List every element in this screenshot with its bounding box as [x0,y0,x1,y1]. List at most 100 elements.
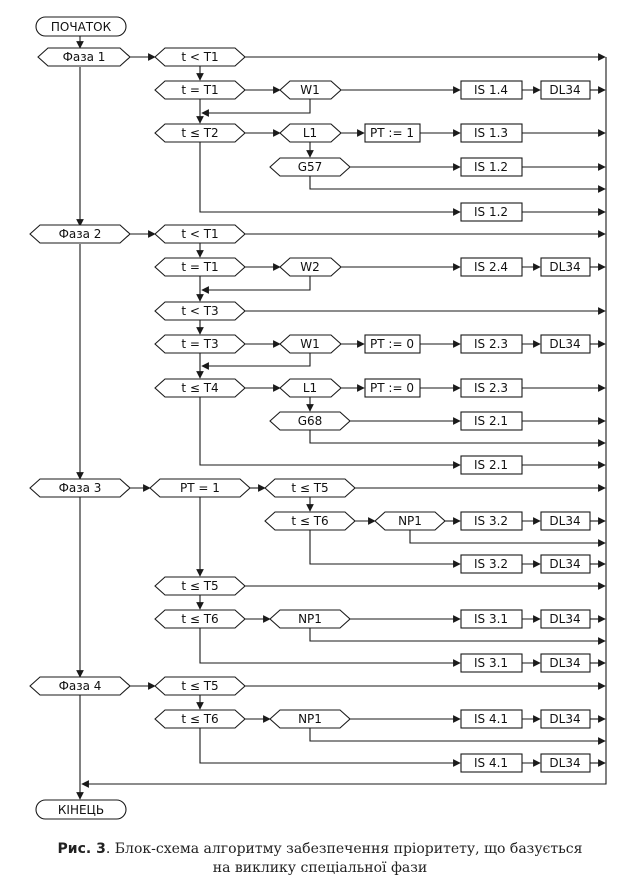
p2-box-PT0a-text: PT := 0 [370,337,414,351]
p1-box-IS13: IS 1.3 [460,123,523,143]
p3-cond-t-le-T6a: t ≤ T6 [264,511,356,531]
phase-1-label: Фаза 1 [63,50,106,64]
p3-cond-t-le-T6b: t ≤ T6 [154,609,246,629]
phase-1-decision: Фаза 1 [37,47,131,67]
p4-box-DL34b: DL34 [540,753,591,773]
p3-cond-t-le-T5b-text: t ≤ T5 [181,579,218,593]
p2-box-DL34a: DL34 [540,257,591,277]
p4-cond-t-le-T5: t ≤ T5 [154,676,246,696]
p1-box-IS12a-text: IS 1.2 [474,160,508,174]
p4-box-DL34b-text: DL34 [549,756,580,770]
p1-cond-t-le-T2: t ≤ T2 [154,123,246,143]
phase-2-label: Фаза 2 [59,227,102,241]
p2-box-IS23a: IS 2.3 [460,334,523,354]
flowchart: ПОЧАТОК КІНЕЦЬ Фаза 1 Фаза 2 Фаза 3 Фаза… [29,16,607,820]
p2-cond-W2-text: W2 [300,260,320,274]
start-label: ПОЧАТОК [51,20,112,34]
p3-cond-t-le-T5b: t ≤ T5 [154,576,246,596]
connectors [76,36,607,800]
p1-cond-t-eq-T1: t = T1 [154,80,246,100]
p1-cond-L1-text: L1 [303,126,317,140]
p3-box-IS32b-text: IS 3.2 [474,557,508,571]
p3-cond-t-le-T5a-text: t ≤ T5 [291,481,328,495]
nodes: ПОЧАТОК КІНЕЦЬ Фаза 1 Фаза 2 Фаза 3 Фаза… [29,16,591,820]
p2-cond-t-eq-T1-text: t = T1 [181,260,218,274]
p1-cond-L1: L1 [279,123,342,143]
p3-box-IS32a-text: IS 3.2 [474,514,508,528]
p2-cond-t-le-T4: t ≤ T4 [154,378,246,398]
p2-cond-G68-text: G68 [298,414,323,428]
p3-cond-NP1b: NP1 [269,609,351,629]
p1-cond-G57: G57 [269,157,351,177]
phase-4-label: Фаза 4 [59,679,102,693]
p3-box-DL34a-text: DL34 [549,514,580,528]
p3-box-IS31a: IS 3.1 [460,609,523,629]
p3-box-IS32b: IS 3.2 [460,554,523,574]
p2-cond-t-lt-T1: t < T1 [154,224,246,244]
phase-3-label: Фаза 3 [59,481,102,495]
p2-box-IS24: IS 2.4 [460,257,523,277]
p1-box-PT1-text: PT := 1 [370,126,414,140]
p2-cond-W1-text: W1 [300,337,320,351]
p3-cond-t-le-T6b-text: t ≤ T6 [181,612,218,626]
caption-prefix: Рис. 3 [57,841,106,857]
end-label: КІНЕЦЬ [58,803,104,817]
p4-cond-NP1-text: NP1 [298,712,322,726]
p2-box-PT0b-text: PT := 0 [370,381,414,395]
p2-box-PT0a: PT := 0 [364,334,421,354]
p1-cond-t-lt-T1: t < T1 [154,47,246,67]
p1-box-IS12b-text: IS 1.2 [474,205,508,219]
p3-box-DL34a: DL34 [540,511,591,531]
p1-cond-t-lt-T1-text: t < T1 [181,50,218,64]
p1-cond-G57-text: G57 [298,160,323,174]
phase-4-decision: Фаза 4 [29,676,131,696]
p1-box-IS12a: IS 1.2 [460,157,523,177]
p2-box-DL34b-text: DL34 [549,337,580,351]
p1-box-IS14: IS 1.4 [460,80,523,100]
p2-box-IS24-text: IS 2.4 [474,260,508,274]
p2-cond-L1-text: L1 [303,381,317,395]
p4-box-IS41b: IS 4.1 [460,753,523,773]
p3-box-IS31b-text: IS 3.1 [474,656,508,670]
p2-box-IS21b-text: IS 2.1 [474,458,508,472]
p2-cond-t-le-T4-text: t ≤ T4 [181,381,218,395]
p4-cond-NP1: NP1 [269,709,351,729]
phase-2-decision: Фаза 2 [29,224,131,244]
p3-box-DL34c-text: DL34 [549,612,580,626]
p2-cond-G68: G68 [269,411,351,431]
p2-box-DL34b: DL34 [540,334,591,354]
p2-box-IS23b: IS 2.3 [460,378,523,398]
p4-box-DL34a: DL34 [540,709,591,729]
p2-box-IS23a-text: IS 2.3 [474,337,508,351]
p2-cond-t-eq-T3: t = T3 [154,334,246,354]
p2-cond-W2: W2 [279,257,342,277]
p3-box-IS31a-text: IS 3.1 [474,612,508,626]
p4-cond-t-le-T6: t ≤ T6 [154,709,246,729]
p1-cond-t-le-T2-text: t ≤ T2 [181,126,218,140]
p2-box-IS21a-text: IS 2.1 [474,414,508,428]
p3-cond-PT-eq-1-text: PT = 1 [180,481,220,495]
p2-box-IS23b-text: IS 2.3 [474,381,508,395]
caption-line-2: на виклику спеціальної фази [212,860,428,876]
p2-box-PT0b: PT := 0 [364,378,421,398]
figure-caption: Рис. 3. Блок-схема алгоритму забезпеченн… [0,840,640,878]
p1-cond-W1-text: W1 [300,83,320,97]
p4-cond-t-le-T5-text: t ≤ T5 [181,679,218,693]
start-terminal: ПОЧАТОК [35,16,127,37]
p4-box-IS41a-text: IS 4.1 [474,712,508,726]
p3-cond-t-le-T5a: t ≤ T5 [264,478,356,498]
p3-box-IS31b: IS 3.1 [460,653,523,673]
p3-box-IS32a: IS 3.2 [460,511,523,531]
p3-cond-t-le-T6a-text: t ≤ T6 [291,514,328,528]
p3-cond-NP1a: NP1 [374,511,446,531]
p2-cond-t-lt-T3-text: t < T3 [181,304,218,318]
p2-cond-t-eq-T1: t = T1 [154,257,246,277]
p1-cond-t-eq-T1-text: t = T1 [181,83,218,97]
p1-cond-W1: W1 [279,80,342,100]
p3-cond-NP1b-text: NP1 [298,612,322,626]
phase-3-decision: Фаза 3 [29,478,131,498]
p3-box-DL34b-text: DL34 [549,557,580,571]
p2-cond-L1: L1 [279,378,342,398]
p3-box-DL34d: DL34 [540,653,591,673]
end-terminal: КІНЕЦЬ [35,799,127,820]
